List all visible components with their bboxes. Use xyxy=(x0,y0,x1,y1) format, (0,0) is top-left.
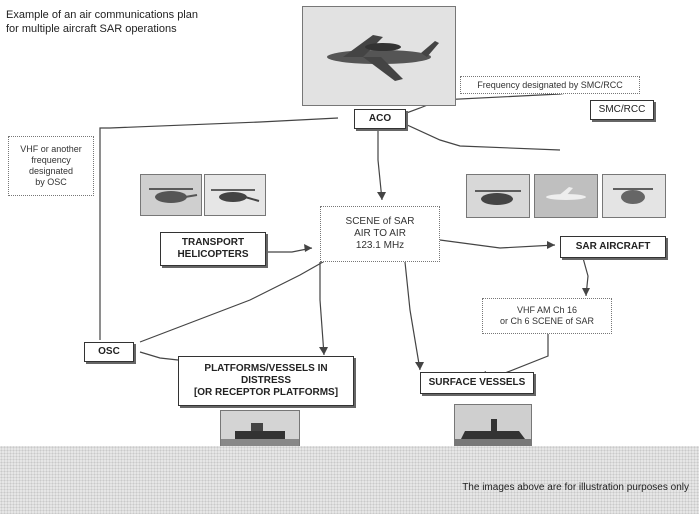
smc-frequency-note: Frequency designated by SMC/RCC xyxy=(460,76,640,94)
sar-aircraft-photo xyxy=(534,174,598,218)
osc-note-line-3: designated xyxy=(28,166,74,176)
smc-rcc-label: SMC/RCC xyxy=(598,104,646,115)
helicopter-icon xyxy=(603,175,665,217)
smc-frequency-label: Frequency designated by SMC/RCC xyxy=(477,79,623,90)
scene-of-sar-note: SCENE of SAR AIR TO AIR 123.1 MHz xyxy=(320,206,440,262)
osc-label: OSC xyxy=(98,346,120,357)
transport-helicopters-box: TRANSPORT HELICOPTERS xyxy=(160,232,266,266)
smc-rcc-box: SMC/RCC xyxy=(590,100,654,120)
osc-note-line-2: frequency xyxy=(31,155,71,165)
aco-box: ACO xyxy=(354,109,406,129)
scene-line-1: SCENE of SAR xyxy=(345,216,415,227)
platforms-vessels-box: PLATFORMS/VESSELS IN DISTRESS [OR RECEPT… xyxy=(178,356,354,406)
aco-label: ACO xyxy=(368,113,392,124)
osc-note-line-1: VHF or another xyxy=(20,144,82,154)
surface-vessels-label: SURFACE VESSELS xyxy=(428,377,526,388)
illustration-disclaimer: The images above are for illustration pu… xyxy=(462,482,689,493)
sar-helicopter-photo xyxy=(466,174,530,218)
surface-vessels-box: SURFACE VESSELS xyxy=(420,372,534,394)
platforms-label-line-1: PLATFORMS/VESSELS IN xyxy=(204,363,328,374)
helicopter-icon xyxy=(141,175,201,215)
vhf-am-line-2: or Ch 6 SCENE of SAR xyxy=(499,316,595,326)
helicopter-icon xyxy=(205,175,265,215)
osc-note-line-4: by OSC xyxy=(35,177,67,187)
diagram-title: Example of an air communications plan fo… xyxy=(6,8,198,36)
vhf-am-line-1: VHF AM Ch 16 xyxy=(516,305,578,315)
transport-label-line-1: TRANSPORT xyxy=(181,237,245,248)
sar-aircraft-box: SAR AIRCRAFT xyxy=(560,236,666,258)
awacs-aircraft-icon xyxy=(303,7,455,105)
scene-line-3: 123.1 MHz xyxy=(355,240,405,251)
title-line-1: Example of an air communications plan xyxy=(6,9,198,21)
sar-aircraft-label: SAR AIRCRAFT xyxy=(575,241,651,252)
footer-band xyxy=(0,446,699,514)
osc-frequency-note: VHF or another frequency designated by O… xyxy=(8,136,94,196)
platforms-label-line-2: DISTRESS xyxy=(240,375,291,386)
helicopter-icon xyxy=(467,175,529,217)
sar-helicopter-photo-2 xyxy=(602,174,666,218)
aircraft-icon xyxy=(535,175,597,217)
helicopter-photo-1 xyxy=(140,174,202,216)
title-line-2: for multiple aircraft SAR operations xyxy=(6,23,177,35)
transport-label-line-2: HELICOPTERS xyxy=(177,249,249,260)
osc-box: OSC xyxy=(84,342,134,362)
scene-line-2: AIR TO AIR xyxy=(354,228,406,239)
vhf-am-note: VHF AM Ch 16 or Ch 6 SCENE of SAR xyxy=(482,298,612,334)
awacs-aircraft-photo xyxy=(302,6,456,106)
platforms-label-line-3: [OR RECEPTOR PLATFORMS] xyxy=(193,387,339,398)
helicopter-photo-2 xyxy=(204,174,266,216)
